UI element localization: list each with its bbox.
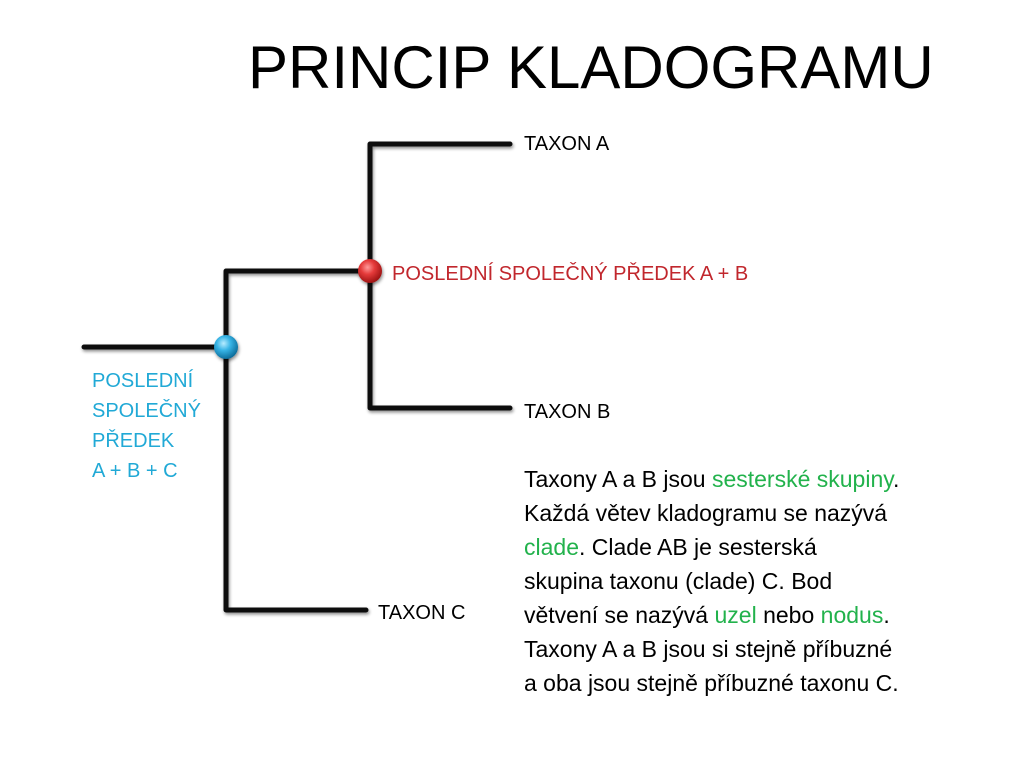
node-ancestor-ab [358, 259, 382, 283]
term-clade: clade [524, 534, 579, 560]
text: . [893, 466, 900, 492]
branch-clade-ab [223, 268, 373, 350]
term-nodus: nodus [820, 602, 884, 628]
description-line: skupina taxonu (clade) C. Bod [524, 568, 833, 594]
ancestor-ab-label: POSLEDNÍ SPOLEČNÝ PŘEDEK A + B [392, 263, 749, 285]
ancestor-abc-line: POSLEDNÍ [92, 370, 194, 392]
branch-taxon-a [367, 141, 513, 274]
ancestor-abc-line: PŘEDEK [92, 430, 175, 452]
term-sister-groups: sesterské skupiny [711, 466, 894, 492]
branch-taxon-c [223, 344, 369, 613]
text: Taxony A a B jsou [524, 466, 712, 492]
term-uzel: uzel [714, 602, 757, 628]
taxon-b-label: TAXON B [524, 401, 611, 423]
branch-taxon-b [367, 268, 513, 411]
description-line: clade. Clade AB je sesterská [524, 530, 1004, 564]
description-line: Taxony A a B jsou si stejně příbuzné [524, 636, 893, 662]
description-text: Taxony A a B jsou sesterské skupiny. Kaž… [524, 462, 1004, 700]
taxon-c-label: TAXON C [378, 602, 466, 624]
node-ancestor-abc [214, 335, 238, 359]
description-line: Každá větev kladogramu se nazývá [524, 500, 888, 526]
ancestor-abc-line: SPOLEČNÝ [92, 400, 201, 422]
text: . Clade AB je sesterská [578, 534, 817, 560]
description-line: větvení se nazývá uzel nebo nodus. [524, 598, 1004, 632]
text: . [883, 602, 890, 628]
ancestor-abc-label: POSLEDNÍ SPOLEČNÝ PŘEDEK A + B + C [92, 366, 201, 486]
text: nebo [756, 602, 821, 628]
taxon-a-label: TAXON A [524, 133, 610, 155]
text: větvení se nazývá [524, 602, 715, 628]
page-title: PRINCIP KLADOGRAMU [248, 34, 934, 101]
description-line: Taxony A a B jsou sesterské skupiny. [524, 462, 1004, 496]
description-line: a oba jsou stejně příbuzné taxonu C. [524, 670, 899, 696]
ancestor-abc-line: A + B + C [92, 460, 178, 482]
